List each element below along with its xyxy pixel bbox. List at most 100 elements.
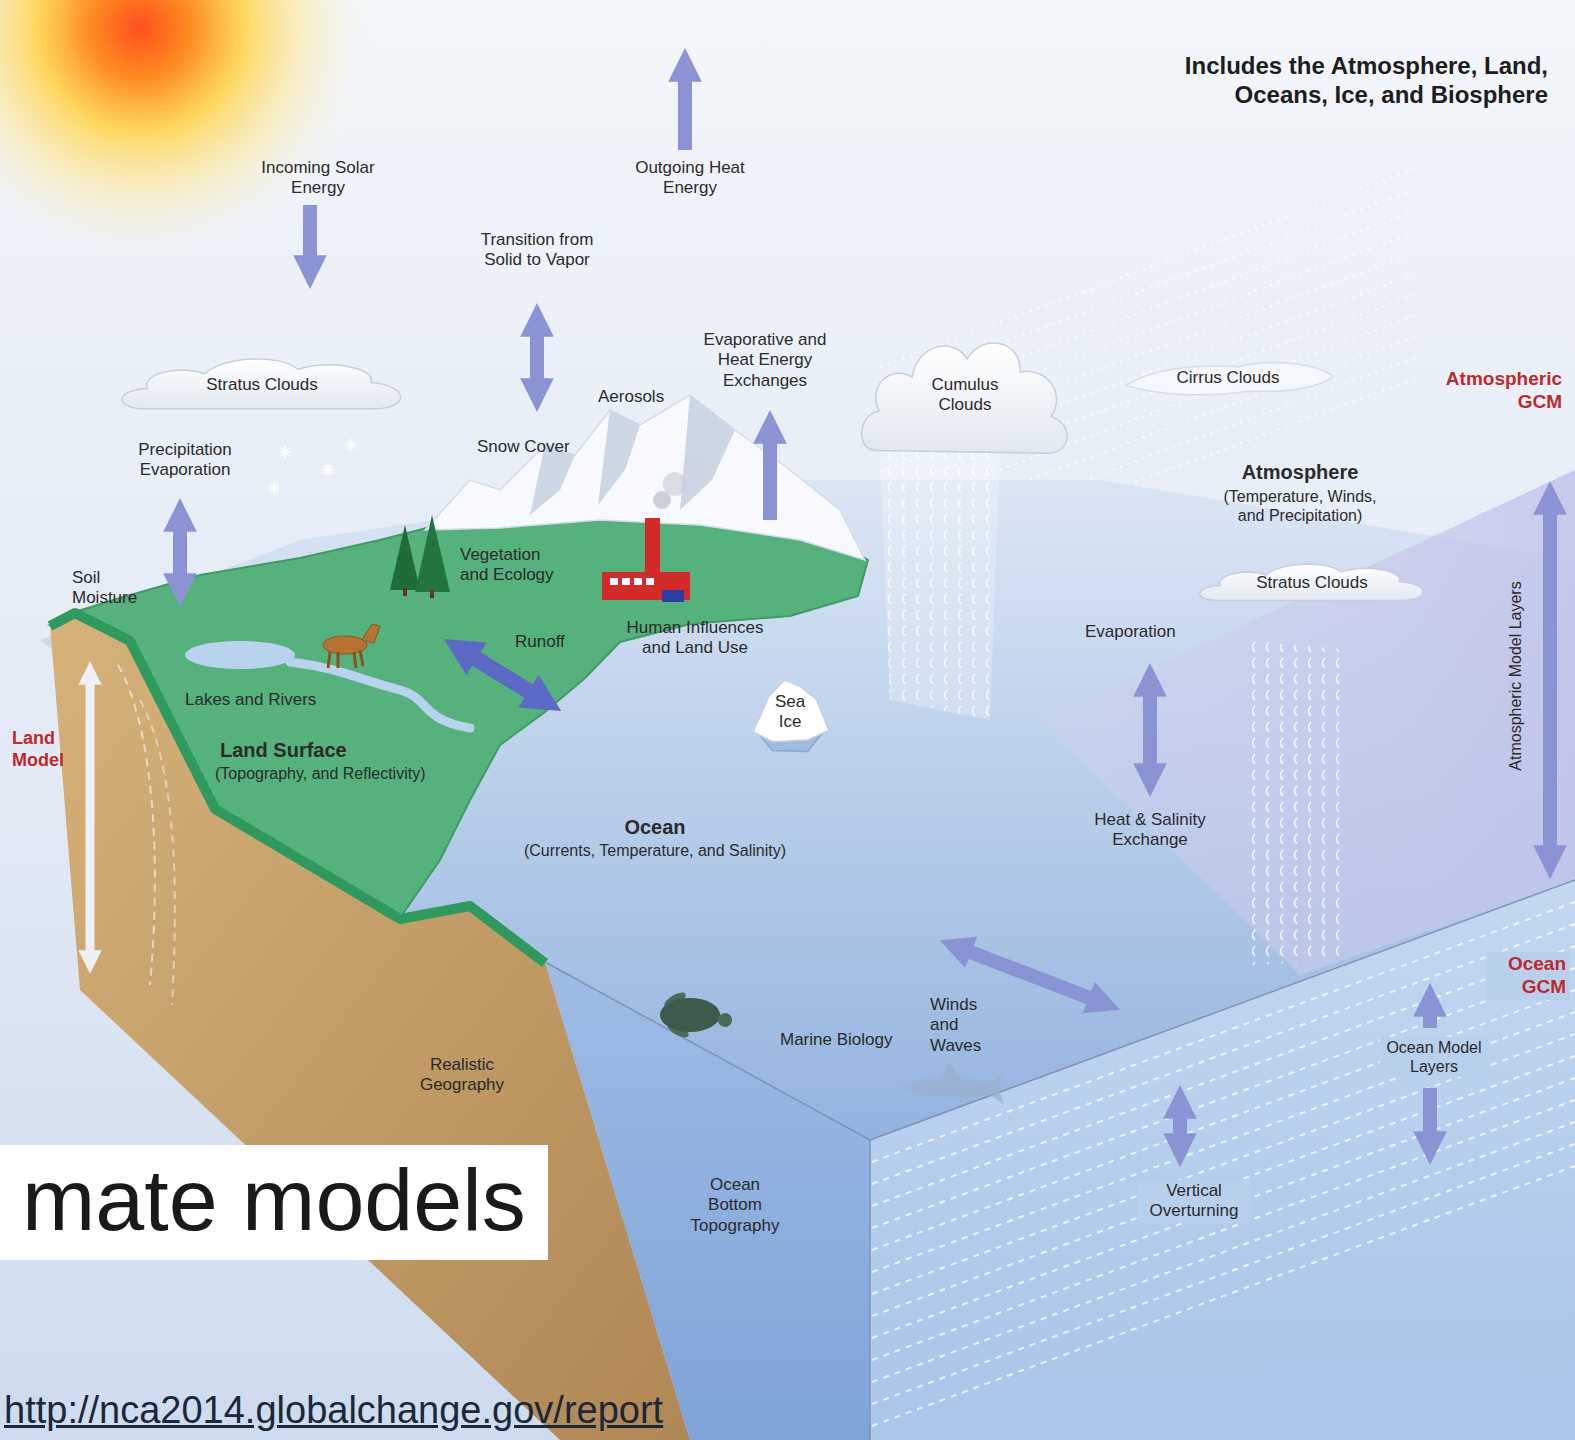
layer-line (872, 1034, 1575, 1294)
rain (1245, 640, 1350, 965)
text-label: Winds and Waves (930, 995, 1008, 1056)
text-label: Transition from Solid to Vapor (462, 230, 612, 271)
layer-line (880, 167, 1420, 367)
source-link: http://nca2014.globalchange.gov/report (4, 1388, 663, 1434)
layer-line (880, 230, 1420, 430)
land-layer-line (140, 700, 175, 1005)
layer-line (872, 946, 1575, 1206)
slide-title: mate models (0, 1145, 548, 1260)
cumulus-cloud: Cumulus Clouds (855, 330, 1075, 461)
node-label: Stratus Clouds (206, 375, 318, 395)
text-label: Runoff (515, 632, 565, 652)
stratus-cloud: Stratus Clouds (1191, 557, 1433, 610)
evaporation-arrow (1143, 690, 1157, 770)
text-label: Evaporative and Heat Energy Exchanges (695, 330, 835, 391)
layer-line (872, 990, 1575, 1250)
node-label: Cirrus Clouds (1177, 368, 1280, 388)
box-edge (870, 880, 1575, 1140)
text-label: Vegetation and Ecology (460, 545, 565, 586)
box-edge (545, 962, 870, 1140)
text-label: Human Influences and Land Use (620, 618, 770, 659)
deer-leg (360, 650, 363, 666)
winds-arrow (965, 950, 1095, 1000)
text-label: Ocean Bottom Topography (686, 1175, 784, 1236)
factory-base (662, 590, 684, 602)
text-label: Vertical Overturning (1138, 1180, 1251, 1223)
sublimation-arrow (530, 330, 544, 385)
outline-path (862, 343, 1068, 453)
overturning-arrow (1173, 1112, 1187, 1140)
node-text-group: Cirrus Clouds (1177, 368, 1280, 388)
tree-trunk (403, 588, 407, 596)
rain (880, 450, 1000, 720)
layer-line (872, 1100, 1575, 1360)
model-name: Land Model (12, 728, 74, 771)
text-label: Heat & Salinity Exchange (1080, 810, 1220, 851)
node-label: Sea Ice (770, 692, 810, 733)
text-label: Lakes and Rivers (185, 690, 316, 710)
outline-path (753, 680, 829, 742)
outline-path (1126, 362, 1333, 394)
layer-line (872, 902, 1575, 1162)
deer-head (362, 624, 380, 643)
precipitation-arrow (173, 525, 187, 580)
runoff-arrow (470, 655, 535, 695)
text-label: Soil Moisture (72, 568, 152, 609)
turtle-shell (660, 998, 720, 1032)
header-note: Includes the Atmosphere, Land, Oceans, I… (1148, 52, 1548, 110)
component-title: Land Surface (220, 738, 347, 762)
text-label: (Currents, Temperature, and Salinity) (524, 841, 786, 860)
shark (900, 1062, 1004, 1104)
lake (185, 641, 295, 669)
deer (323, 624, 380, 668)
deer-leg (354, 652, 356, 668)
ocean-layers-arrow (1423, 1010, 1437, 1028)
snowflake (322, 464, 334, 476)
snowflakes (268, 439, 357, 494)
outline-path (122, 358, 401, 408)
node-text-group: Sea Ice (770, 692, 810, 733)
sea-ice: Sea Ice (746, 672, 834, 753)
model-name: Ocean GCM (1487, 952, 1570, 1000)
layer-line (872, 1056, 1575, 1316)
layer-line (872, 1078, 1575, 1338)
window (622, 578, 630, 585)
layer-line (872, 968, 1575, 1228)
turtle (660, 990, 732, 1041)
stratus-cloud: Stratus Clouds (111, 349, 413, 422)
model-name: Atmospheric GCM (1437, 368, 1562, 414)
tree (415, 515, 450, 592)
component-title: Atmosphere (1242, 460, 1359, 484)
mountain-shade (680, 395, 735, 510)
window (634, 578, 642, 585)
layer-line (872, 924, 1575, 1184)
layer-line (872, 1166, 1575, 1426)
text-label: Precipitation Evaporation (123, 440, 248, 481)
text-label: (Temperature, Winds, and Precipitation) (1213, 487, 1388, 525)
text-label: Ocean Model Layers (1380, 1037, 1488, 1077)
text-label: Realistic Geography (412, 1055, 512, 1096)
component-title: Ocean (624, 815, 685, 839)
text-label: Atmospheric Model Layers (1506, 581, 1525, 770)
deer-leg (337, 652, 340, 668)
smoke (683, 458, 703, 478)
tree (390, 525, 420, 590)
land-model-arrow (86, 680, 95, 955)
text-label: Snow Cover (477, 437, 570, 457)
box-edges (545, 880, 1575, 1440)
evaporative-arrow (763, 437, 777, 520)
ocean-layer-lines (872, 902, 1575, 1426)
factory (602, 458, 703, 602)
window (610, 578, 618, 585)
box-edge (869, 1140, 871, 1440)
node-text-group: Stratus Clouds (1256, 573, 1368, 593)
text-label: Outgoing Heat Energy (620, 158, 760, 199)
layer-line (872, 1122, 1575, 1382)
mountain-shade (598, 410, 640, 505)
turtle-head (718, 1013, 732, 1027)
ocean-side-face (870, 880, 1575, 1440)
ocean-layers-arrow (1423, 1088, 1437, 1138)
cirrus-cloud: Cirrus Clouds (1122, 354, 1335, 403)
process-arrows (90, 75, 1550, 1140)
smoke (663, 472, 687, 496)
